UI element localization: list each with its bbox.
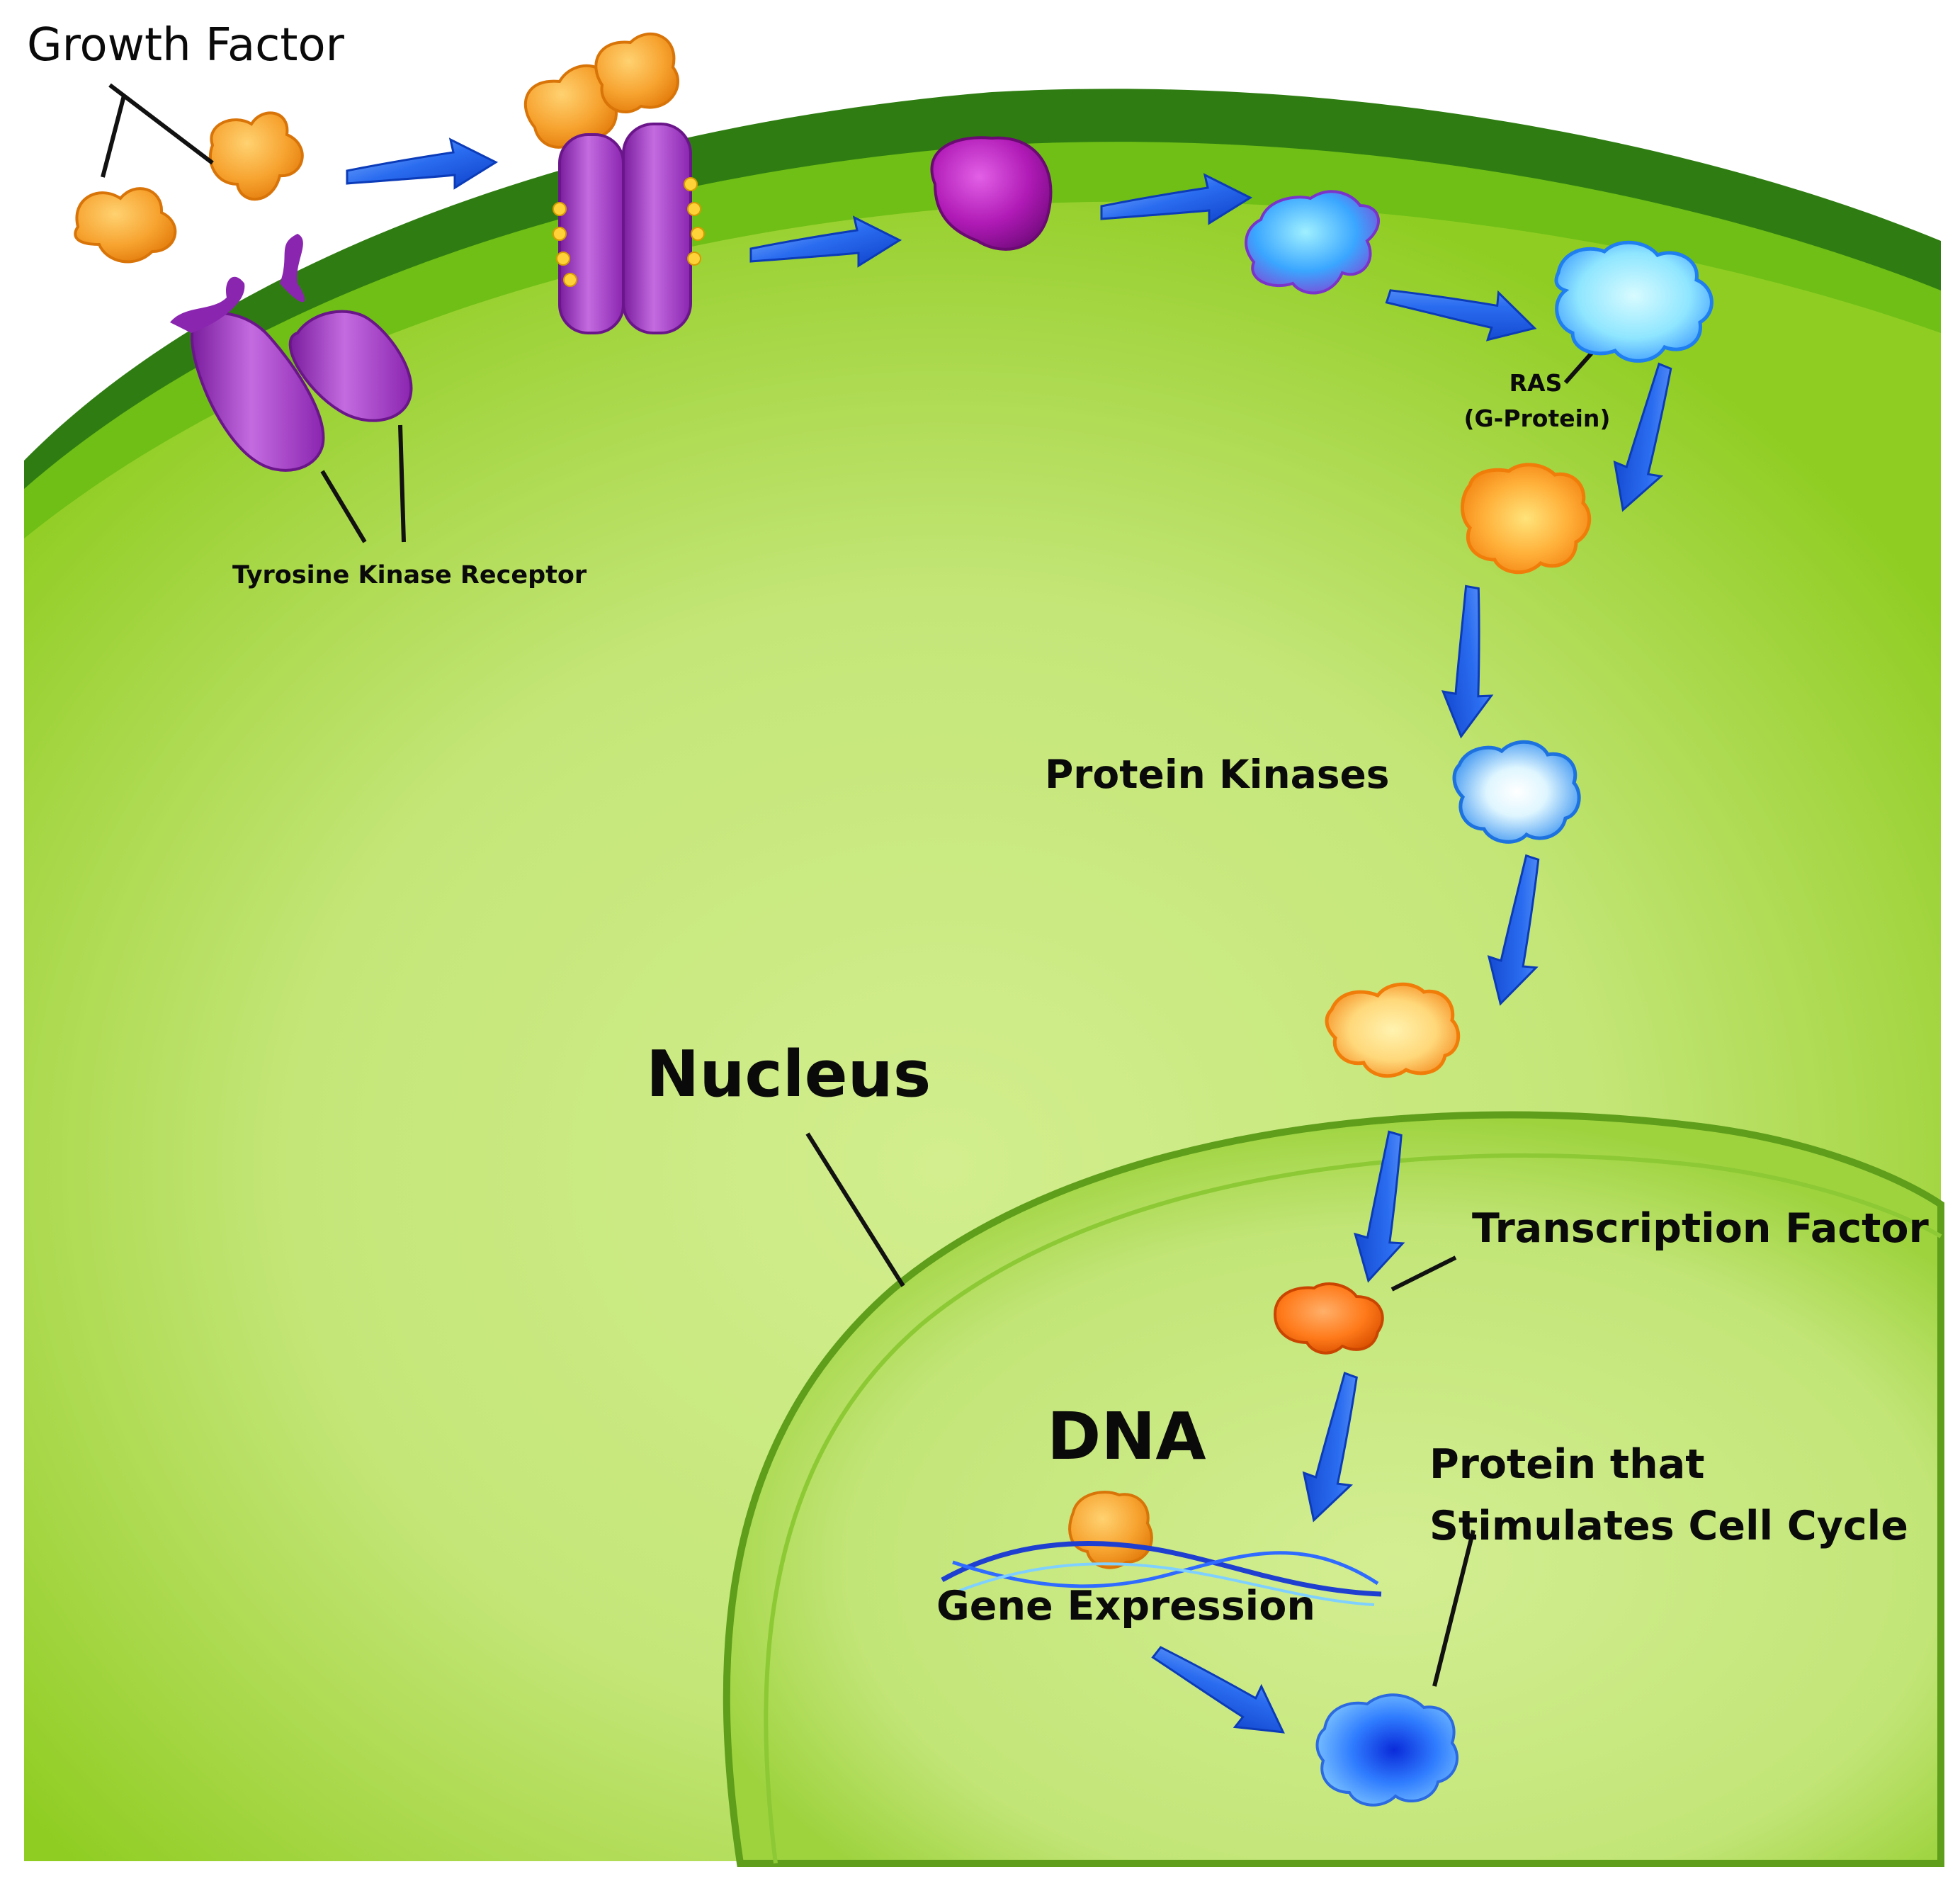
transcription-factor-label: Transcription Factor xyxy=(1472,1205,1929,1252)
tyrosine-kinase-receptor-active xyxy=(523,32,705,334)
arrow-1 xyxy=(346,138,497,189)
leader-lines xyxy=(101,83,1596,1687)
tyrosine-kinase-receptor-label: Tyrosine Kinase Receptor xyxy=(232,561,587,589)
adaptor-protein-magenta xyxy=(930,136,1053,251)
protein-kinases-label: Protein Kinases xyxy=(1045,752,1390,797)
cell-cycle-protein xyxy=(1315,1693,1459,1807)
mapk-kinase xyxy=(1325,982,1461,1078)
ras-label: RAS xyxy=(1509,369,1563,397)
growth-factor-2 xyxy=(208,111,304,201)
nucleus-label: Nucleus xyxy=(646,1037,931,1112)
growth-factor-label: Growth Factor xyxy=(27,19,344,72)
sos-protein xyxy=(1245,190,1380,295)
protein-stimulates-label-line1: Protein that xyxy=(1429,1441,1705,1488)
ras-protein xyxy=(1554,240,1713,363)
transcription-factor-protein xyxy=(1273,1282,1384,1355)
protein-stimulates-label-line2: Stimulates Cell Cycle xyxy=(1429,1503,1908,1549)
protein-kinase xyxy=(1452,740,1581,844)
g-protein-label: (G-Protein) xyxy=(1463,405,1611,432)
growth-factor-1 xyxy=(74,187,177,264)
nucleus-inner-line xyxy=(764,1153,1942,1864)
dna-label: DNA xyxy=(1047,1399,1206,1474)
raf-kinase xyxy=(1461,463,1592,575)
tyrosine-kinase-receptor-inactive xyxy=(170,234,413,472)
gene-expression-label: Gene Expression xyxy=(936,1583,1315,1630)
dna-strand xyxy=(941,1541,1382,1606)
